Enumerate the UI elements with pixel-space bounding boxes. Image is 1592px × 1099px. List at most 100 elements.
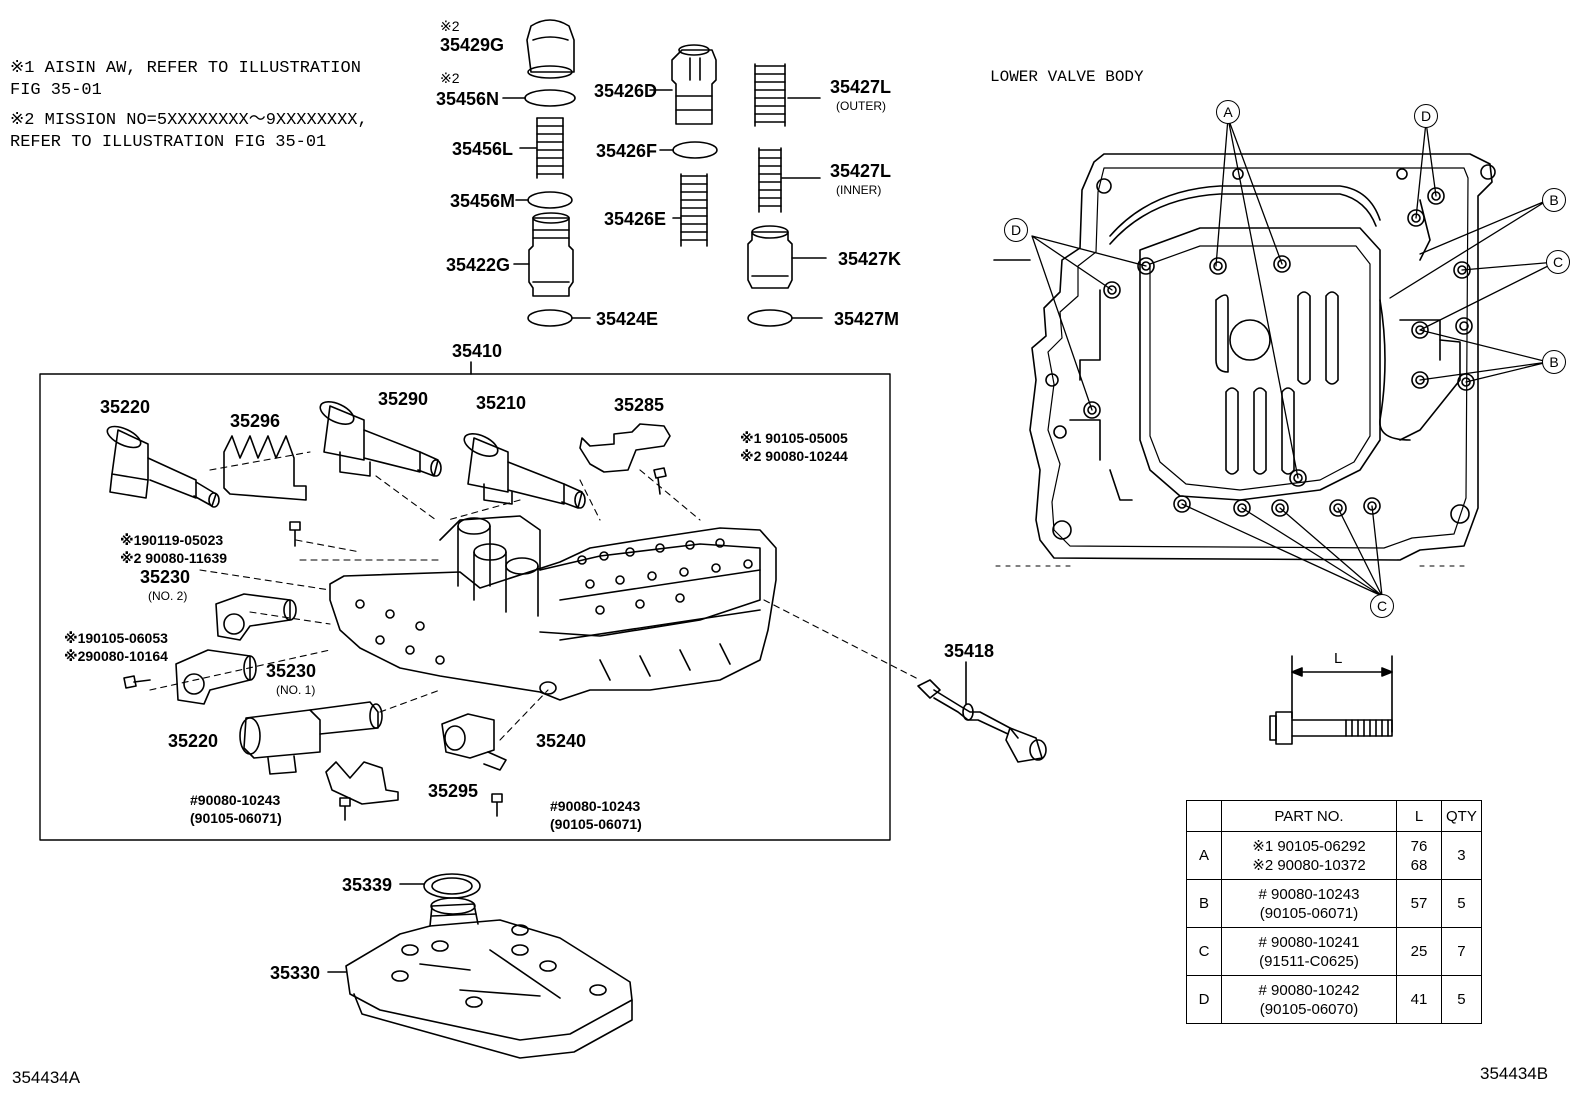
callout-d-left: D bbox=[1004, 218, 1028, 242]
label-bolt1-b: ※2 90080-10244 bbox=[740, 448, 848, 464]
label-outer: (OUTER) bbox=[836, 99, 886, 113]
callout-d-top: D bbox=[1414, 104, 1438, 128]
label-35427m: 35427M bbox=[834, 309, 900, 329]
sensor-35418 bbox=[917, 661, 1047, 763]
label-35210: 35210 bbox=[476, 393, 527, 413]
label-bolt1-a: ※1 90105-05005 bbox=[740, 430, 848, 446]
label-35429g-mark: ※2 bbox=[440, 18, 460, 34]
label-35339: 35339 bbox=[342, 875, 393, 895]
strainer-35330 bbox=[345, 897, 633, 1059]
label-35290: 35290 bbox=[378, 389, 429, 409]
note-2: ※2 MISSION NO=5XXXXXXXX～9XXXXXXXX, REFER… bbox=[10, 111, 368, 152]
label-35295: 35295 bbox=[428, 781, 479, 801]
oring-35426f bbox=[672, 141, 718, 159]
oring-35424e bbox=[527, 309, 573, 327]
callout-b-bottom: B bbox=[1542, 350, 1566, 374]
label-35424e: 35424E bbox=[596, 309, 659, 329]
oring-35456n bbox=[524, 89, 576, 107]
label-bolt2-a: ※190119-05023 bbox=[120, 532, 224, 548]
table-cell-qty: 5 bbox=[1441, 975, 1482, 1024]
table-cell-key: B bbox=[1186, 879, 1222, 928]
spring-35427l-inner bbox=[758, 147, 782, 213]
table-row: D # 90080-10242(90105-06070) 41 5 bbox=[1186, 975, 1482, 1024]
label-35220-bottom: 35220 bbox=[168, 731, 219, 751]
table-cell-qty: 5 bbox=[1441, 879, 1482, 928]
callout-b-top: B bbox=[1542, 188, 1566, 212]
bracket-35296 bbox=[223, 435, 307, 501]
solenoid-35230-no1 bbox=[175, 649, 257, 705]
bolt-table: PART NO. L QTY A ※1 90105-06292※2 90080-… bbox=[1186, 800, 1482, 1024]
label-bolt-length: L bbox=[1334, 650, 1343, 667]
table-cell-l: 57 bbox=[1396, 879, 1442, 928]
table-header-row: PART NO. L QTY bbox=[1186, 800, 1482, 832]
table-cell-key: D bbox=[1186, 975, 1222, 1024]
table-cell-partno: ※1 90105-06292※2 90080-10372 bbox=[1221, 831, 1397, 880]
label-35426e: 35426E bbox=[604, 209, 667, 229]
oring-35456m bbox=[527, 191, 573, 209]
label-bolt4-b: (90105-06071) bbox=[190, 810, 282, 826]
label-35456m: 35456M bbox=[450, 191, 516, 211]
table-cell-qty: 3 bbox=[1441, 831, 1482, 880]
table-cell-l: 41 bbox=[1396, 975, 1442, 1024]
label-35426d: 35426D bbox=[594, 81, 658, 101]
bracket-35285 bbox=[579, 423, 671, 473]
spring-35426e bbox=[680, 173, 708, 247]
solenoid-35220-bottom bbox=[239, 701, 383, 775]
label-35220-top: 35220 bbox=[100, 397, 151, 417]
solenoid-35240 bbox=[441, 713, 507, 771]
label-35456l: 35456L bbox=[452, 139, 514, 159]
label-35418: 35418 bbox=[944, 641, 995, 661]
label-35456n-mark: ※2 bbox=[440, 70, 460, 86]
valve-35422g bbox=[528, 212, 574, 297]
label-35296: 35296 bbox=[230, 411, 281, 431]
bolt-left bbox=[123, 675, 151, 689]
spring-35456l bbox=[536, 117, 564, 179]
table-cell-partno: # 90080-10243(90105-06071) bbox=[1221, 879, 1397, 928]
label-35427l-outer: 35427L bbox=[830, 77, 892, 97]
label-35456n: 35456N bbox=[436, 89, 500, 109]
valve-body bbox=[329, 515, 777, 701]
note-1: ※1 AISIN AW, REFER TO ILLUSTRATION FIG 3… bbox=[10, 59, 361, 100]
oring-35427m bbox=[747, 309, 793, 327]
label-bolt3-b: ※290080-10164 bbox=[64, 648, 168, 664]
callout-c-right: C bbox=[1546, 250, 1570, 274]
valve-35427k bbox=[747, 225, 793, 289]
label-35285: 35285 bbox=[614, 395, 665, 415]
assembly-frame bbox=[39, 373, 891, 841]
label-35427l-inner: 35427L bbox=[830, 161, 892, 181]
label-inner: (INNER) bbox=[836, 183, 882, 197]
table-header-qty: QTY bbox=[1441, 800, 1482, 832]
lower-valve-body-title: LOWER VALVE BODY bbox=[990, 68, 1144, 86]
label-35427k: 35427K bbox=[838, 249, 902, 269]
table-cell-qty: 7 bbox=[1441, 927, 1482, 976]
table-header-l: L bbox=[1396, 800, 1442, 832]
table-cell-l: 25 bbox=[1396, 927, 1442, 976]
label-bolt4-a: #90080-10243 bbox=[190, 792, 281, 808]
solenoid-35230-no2 bbox=[215, 593, 297, 641]
callout-leaders bbox=[1031, 117, 1557, 597]
label-35426f: 35426F bbox=[596, 141, 658, 161]
bolt-mid-left bbox=[289, 521, 301, 547]
label-bolt5-b: (90105-06071) bbox=[550, 816, 642, 832]
lower-leaders bbox=[327, 883, 425, 973]
label-35240: 35240 bbox=[536, 731, 587, 751]
guide-dashes bbox=[149, 451, 921, 741]
bolt-top-right bbox=[653, 467, 667, 495]
table-cell-key: A bbox=[1186, 831, 1222, 880]
table-row: C # 90080-10241(91511-C0625) 25 7 bbox=[1186, 927, 1482, 976]
label-bolt3-a: ※190105-06053 bbox=[64, 630, 168, 646]
label-35422g: 35422G bbox=[446, 255, 511, 275]
table-cell-partno: # 90080-10241(91511-C0625) bbox=[1221, 927, 1397, 976]
figure-code-right: 354434B bbox=[1480, 1064, 1549, 1083]
table-header-key bbox=[1186, 800, 1222, 832]
spring-35427l-outer bbox=[754, 63, 786, 127]
upper-leaders bbox=[502, 89, 827, 319]
lower-valve-body bbox=[993, 153, 1496, 567]
callout-c-bottom: C bbox=[1370, 594, 1394, 618]
seal-35339 bbox=[423, 873, 481, 899]
solenoid-35220-top bbox=[106, 425, 220, 508]
